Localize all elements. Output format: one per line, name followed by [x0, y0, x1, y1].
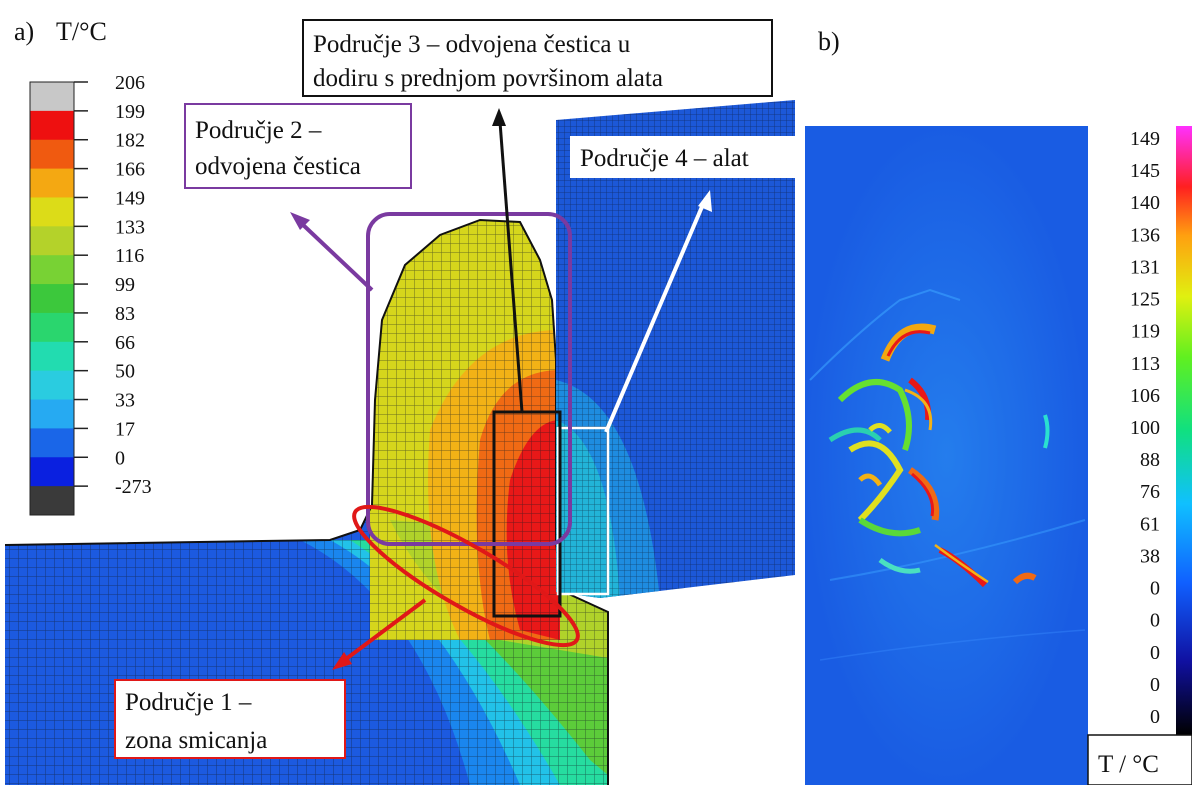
scale-a-tick-label: 166: [115, 159, 145, 181]
scale-b-tick-label: 100: [1130, 417, 1160, 439]
scale-a-tick-label: 206: [115, 72, 145, 94]
scale-a-tick-label: 83: [115, 303, 135, 325]
scale-a-swatch: [30, 197, 74, 227]
svg-text:Područje 3 – odvojena čestica: Područje 3 – odvojena čestica u: [313, 31, 631, 58]
ir-unit-box: T / °C: [1087, 734, 1192, 785]
arrows: [290, 108, 712, 670]
region-4-label: Područje 4 – alat: [570, 136, 821, 178]
scale-b-tick-label: 0: [1150, 642, 1160, 664]
scale-a-swatch: [30, 486, 74, 516]
panel-a-unit: T/°C: [56, 17, 107, 46]
scale-b-tick-label: 76: [1140, 481, 1160, 503]
scale-b-tick-label: 145: [1130, 160, 1160, 182]
scale-b-tick-label: 149: [1130, 128, 1160, 150]
scale-b-tick-label: 106: [1130, 385, 1160, 407]
scale-a-tick-label: 133: [115, 216, 145, 238]
scale-b-tick-label: 0: [1150, 610, 1160, 632]
scale-b-tick-label: 140: [1130, 192, 1160, 214]
region-1-ellipse: [352, 504, 580, 648]
scale-a-swatch: [30, 399, 74, 429]
scale-a-tick-label: 66: [115, 332, 135, 354]
region-3-label: Područje 3 – odvojena čestica u dodiru s…: [302, 19, 773, 97]
panel-b-label: b): [818, 27, 840, 56]
scale-a-tick-label: 149: [115, 187, 145, 209]
scale-a-swatch: [30, 341, 74, 372]
region-3-box: [492, 410, 562, 618]
svg-text:zona smicanja: zona smicanja: [125, 727, 267, 754]
scale-a-tick-label: 50: [115, 361, 135, 383]
scale-b-tick-label: 0: [1150, 674, 1160, 696]
scale-b-tick-label: 88: [1140, 449, 1160, 471]
scale-b-tick-label: 131: [1130, 256, 1160, 278]
temperature-scale-a: 206 199 182 166 149 133 116 99 83 66 50 33 17 0 -273: [29, 72, 152, 516]
scale-a-tick-label: 0: [115, 447, 125, 469]
scale-a-swatch: [30, 428, 74, 458]
region-2-label: Područje 2 – odvojena čestica: [184, 103, 412, 189]
scale-a-swatch: [30, 284, 74, 314]
scale-a-swatch: [30, 370, 74, 401]
scale-a-swatch: [30, 139, 74, 170]
temperature-scale-b: 149 145 140 136 131 125 119 113 106 100 88 76 61 38 0 0…: [1130, 128, 1160, 728]
scale-b-tick-label: 113: [1131, 353, 1160, 375]
scale-b-tick-label: 38: [1140, 545, 1160, 567]
svg-text:T / °C: T / °C: [1098, 751, 1159, 778]
svg-text:Područje 1 –: Područje 1 –: [125, 689, 252, 716]
scale-a-swatch: [30, 255, 74, 285]
scale-a-swatch: [30, 312, 74, 343]
svg-text:Područje 2 –: Područje 2 –: [195, 117, 322, 144]
svg-text:dodiru s prednjom površinom al: dodiru s prednjom površinom alata: [313, 65, 663, 92]
scale-a-swatch: [30, 110, 74, 141]
scale-a-tick-label: -273: [115, 476, 152, 498]
scale-a-tick-label: 17: [115, 418, 135, 440]
scale-a-swatch: [30, 168, 74, 198]
region-4-box: [556, 426, 610, 596]
region-1-label: Područje 1 – zona smicanja: [114, 679, 346, 759]
svg-text:odvojena čestica: odvojena čestica: [195, 153, 361, 180]
scale-a-swatch: [30, 82, 74, 112]
scale-a-frame: [29, 81, 75, 516]
scale-b-tick-label: 136: [1130, 224, 1160, 246]
scale-b-tick-label: 125: [1130, 289, 1160, 311]
scale-a-tick-label: 33: [115, 390, 135, 412]
scale-b-tick-label: 119: [1131, 321, 1160, 343]
scale-a-swatch: [30, 457, 74, 487]
ir-scale-strip: [1176, 126, 1192, 735]
scale-b-tick-label: 61: [1140, 513, 1160, 535]
scale-a-tick-label: 182: [115, 130, 145, 152]
scale-a-tick-label: 116: [115, 245, 144, 267]
scale-b-tick-label: 0: [1150, 578, 1160, 600]
scale-b-tick-label: 0: [1150, 706, 1160, 728]
svg-text:Područje 4 – alat: Područje 4 – alat: [580, 145, 749, 172]
thermal-image: [805, 126, 1088, 785]
scale-a-tick-label: 99: [115, 274, 135, 296]
tool-mesh: [556, 100, 795, 598]
scale-a-tick-label: 199: [115, 101, 145, 123]
scale-a-swatch: [30, 226, 74, 256]
ir-scale-panel: [1088, 126, 1176, 735]
panel-a-label: a): [14, 17, 34, 46]
